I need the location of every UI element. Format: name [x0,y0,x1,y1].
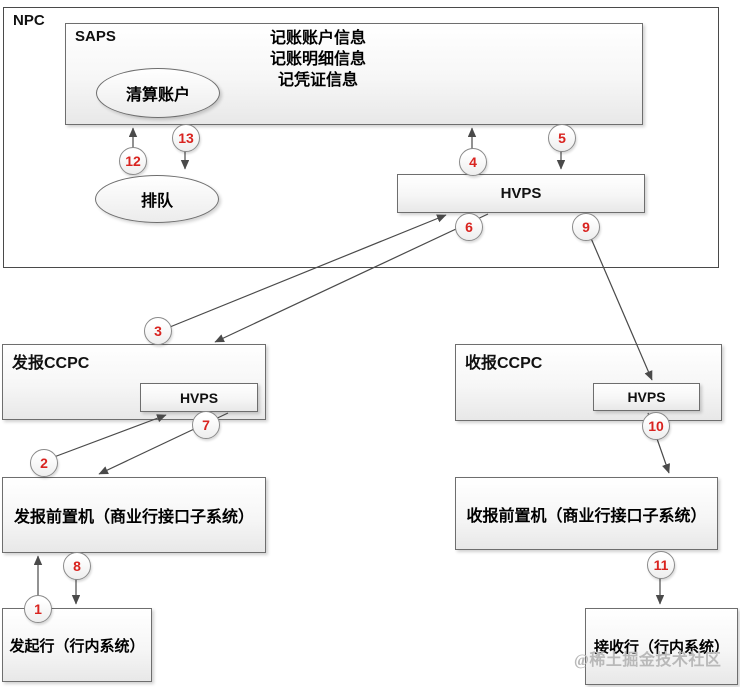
step-number-5: 5 [558,130,566,146]
step-number-2: 2 [40,455,48,471]
clearing-account-ellipse: 清算账户 [96,68,220,118]
step-circle-13: 13 [172,124,200,152]
receiving-ccpc-label: 收报CCPC [465,355,543,372]
sending-ccpc-hvps-box: HVPS [140,383,258,412]
saps-info-line-3: 记凭证信息 [277,72,358,89]
step-circle-5: 5 [548,124,576,152]
step-circle-11: 11 [647,551,675,579]
receiving-ccpc-hvps-label: HVPS [627,389,666,405]
sending-ccpc-hvps-label: HVPS [179,389,219,406]
receiving-ccpc-hvps-box: HVPS [593,383,700,411]
clearing-account-label: 清算账户 [125,87,190,104]
receiving-front-box: 收报前置机（商业行接口子系统） [455,477,718,550]
sending-front-label: 发报前置机（商业行接口子系统） [13,509,254,526]
step-number-3: 3 [154,323,162,339]
step-number-6: 6 [465,219,473,235]
step-number-12: 12 [125,153,141,169]
step-number-7: 7 [202,417,210,433]
sending-front-box: 发报前置机（商业行接口子系统） [2,477,266,553]
step-circle-8: 8 [63,552,91,580]
step-circle-10: 10 [642,412,670,440]
saps-info-line-1: 记账账户信息 [269,30,366,47]
step-number-8: 8 [73,558,81,574]
step-circle-7: 7 [192,411,220,439]
queue-ellipse: 排队 [95,175,219,223]
arrow-step-2 [45,414,167,461]
step-circle-9: 9 [572,213,600,241]
npc-label: NPC [13,12,45,29]
initiating-bank-box: 发起行（行内系统） [2,608,152,682]
step-number-1: 1 [34,601,42,617]
initiating-bank-label: 发起行（行内系统） [9,638,145,655]
npc-hvps-box: HVPS [397,174,645,213]
receiving-bank-label: 接收行（行内系统） [593,640,729,656]
saps-info-text: 记账账户信息 记账明细信息 记凭证信息 [240,28,396,91]
receiving-bank-box: 接收行（行内系统） [585,608,738,685]
step-number-4: 4 [469,154,477,170]
step-circle-12: 12 [119,147,147,175]
step-circle-2: 2 [30,449,58,477]
step-circle-4: 4 [459,148,487,176]
npc-hvps-label: HVPS [500,185,542,202]
step-circle-3: 3 [144,317,172,345]
step-number-10: 10 [648,418,664,434]
queue-label: 排队 [140,193,173,210]
watermark: @稀土掘金技术社区 [574,652,722,669]
sending-ccpc-label: 发报CCPC [12,355,90,372]
saps-label: SAPS [75,28,116,45]
step-circle-6: 6 [455,213,483,241]
step-number-11: 11 [653,557,669,573]
step-number-13: 13 [178,130,194,146]
receiving-front-label: 收报前置机（商业行接口子系统） [466,507,707,525]
saps-info-line-2: 记账明细信息 [269,51,366,68]
step-circle-1: 1 [24,595,52,623]
step-number-9: 9 [582,219,590,235]
